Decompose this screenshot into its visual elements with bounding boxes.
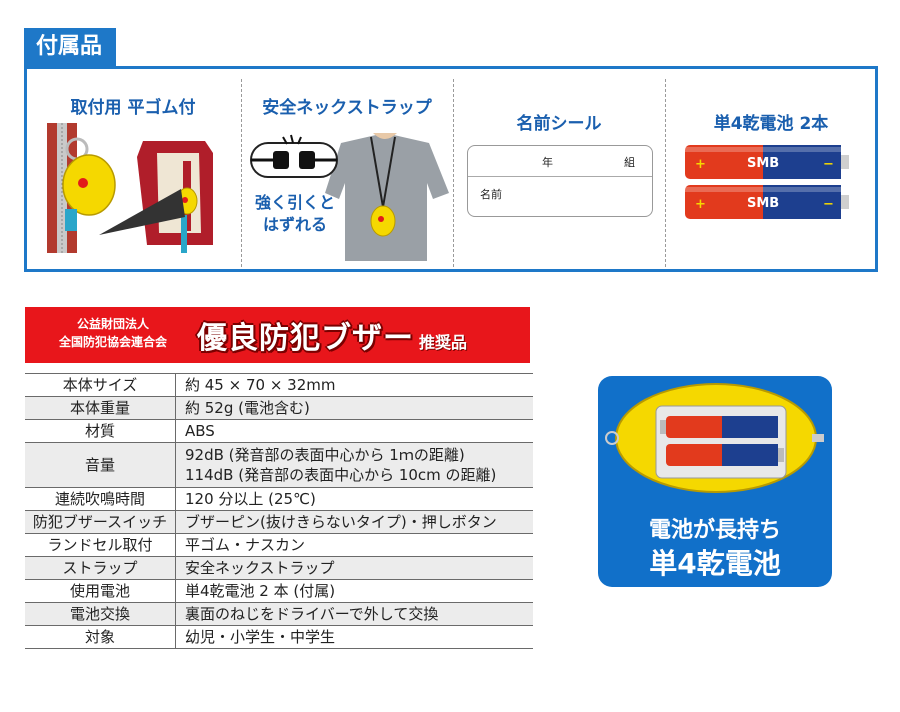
- accessory-neck-strap-title: 安全ネックストラップ: [262, 98, 432, 118]
- battery-promo-panel: 電池が長持ち 単4乾電池: [598, 376, 832, 587]
- award-suffix: 推奨品: [419, 333, 468, 352]
- table-row: 本体重量 約 52g (電池含む): [25, 396, 533, 420]
- spec-value: 幼児・小学生・中学生: [175, 625, 533, 649]
- accessories-panel: 取付用 平ゴム付 安全ネックストラップ: [24, 66, 878, 272]
- spec-key: ストラップ: [25, 556, 176, 580]
- attachment-photo: [47, 123, 213, 253]
- table-row: 音量 92dB (発音部の表面中心から 1ｍの距離) 114dB (発音部の表面…: [25, 442, 533, 488]
- spec-key: 音量: [25, 442, 176, 488]
- table-row: 防犯ブザースイッチ ブザーピン(抜けきらないタイプ)・押しボタン: [25, 510, 533, 534]
- accessory-divider: [241, 79, 242, 267]
- table-row: 本体サイズ 約 45 × 70 × 32mm: [25, 373, 533, 397]
- battery-brand-label: SMB: [747, 196, 779, 211]
- award-banner: 公益財団法人 全国防犯協会連合会 優良防犯ブザー 推奨品: [25, 307, 530, 363]
- svg-text:+: +: [695, 157, 706, 172]
- accessory-name-sticker-title: 名前シール: [516, 114, 602, 134]
- table-row: ストラップ 安全ネックストラップ: [25, 556, 533, 580]
- spec-table: 本体サイズ 約 45 × 70 × 32mm 本体重量 約 52g (電池含む)…: [25, 373, 533, 649]
- table-row: 対象 幼児・小学生・中学生: [25, 625, 533, 649]
- award-org-line1: 公益財団法人: [76, 317, 149, 331]
- spec-key: 使用電池: [25, 579, 176, 603]
- spec-value: ABS: [175, 419, 533, 443]
- battery-brand-label: SMB: [747, 156, 779, 171]
- table-row: 電池交換 裏面のねじをドライバーで外して交換: [25, 602, 533, 626]
- accessory-attachment-title: 取付用 平ゴム付: [70, 98, 196, 118]
- accessory-neck-strap: 安全ネックストラップ 強く引くと はずれる: [243, 69, 451, 269]
- name-sticker-year: 年: [542, 156, 553, 169]
- spec-key: 対象: [25, 625, 176, 649]
- svg-text:+: +: [695, 197, 706, 212]
- spec-value: 92dB (発音部の表面中心から 1ｍの距離) 114dB (発音部の表面中心か…: [175, 442, 533, 488]
- spec-key: 材質: [25, 419, 176, 443]
- accessory-divider: [665, 79, 666, 267]
- award-org-line2: 全国防犯協会連合会: [58, 335, 167, 349]
- neck-strap-caption-line2: はずれる: [263, 215, 328, 234]
- spec-value: 裏面のねじをドライバーで外して交換: [175, 602, 533, 626]
- spec-value: 平ゴム・ナスカン: [175, 533, 533, 557]
- svg-text:−: −: [823, 197, 834, 212]
- svg-text:−: −: [823, 157, 834, 172]
- spec-key: ランドセル取付: [25, 533, 176, 557]
- table-row: ランドセル取付 平ゴム・ナスカン: [25, 533, 533, 557]
- award-org: 公益財団法人 全国防犯協会連合会: [33, 315, 193, 351]
- accessory-batteries: 単4乾電池 2本 + − SMB + − SMB: [667, 69, 875, 269]
- spec-key: 本体重量: [25, 396, 176, 420]
- name-sticker-name: 名前: [480, 188, 502, 201]
- accessory-divider: [453, 79, 454, 267]
- spec-value: 安全ネックストラップ: [175, 556, 533, 580]
- spec-value: 単4乾電池 2 本 (付属): [175, 579, 533, 603]
- spec-value-line1: 92dB (発音部の表面中心から 1ｍの距離): [185, 446, 465, 464]
- neck-strap-caption-line1: 強く引くと: [255, 193, 336, 212]
- spec-key: 防犯ブザースイッチ: [25, 510, 176, 534]
- spec-key: 本体サイズ: [25, 373, 176, 397]
- spec-value: 120 分以上 (25℃): [175, 487, 533, 511]
- neck-strap-photo: [250, 133, 449, 261]
- promo-line2: 単4乾電池: [649, 547, 781, 580]
- promo-line1: 電池が長持ち: [648, 518, 781, 543]
- name-sticker: 年 組 名前: [467, 145, 653, 217]
- spec-value: 約 52g (電池含む): [175, 396, 533, 420]
- table-row: 材質 ABS: [25, 419, 533, 443]
- battery-compartment-photo: [605, 383, 824, 493]
- name-sticker-class: 組: [624, 156, 635, 169]
- accessory-batteries-title: 単4乾電池 2本: [713, 114, 829, 134]
- spec-key: 連続吹鳴時間: [25, 487, 176, 511]
- spec-value-line2: 114dB (発音部の表面中心から 10cm の距離): [185, 466, 497, 484]
- aaa-batteries-photo: + − SMB + − SMB: [685, 145, 849, 219]
- spec-value: 約 45 × 70 × 32mm: [175, 373, 533, 397]
- table-row: 連続吹鳴時間 120 分以上 (25℃): [25, 487, 533, 511]
- accessory-attachment: 取付用 平ゴム付: [27, 69, 239, 269]
- award-title: 優良防犯ブザー: [197, 321, 414, 356]
- spec-value: ブザーピン(抜けきらないタイプ)・押しボタン: [175, 510, 533, 534]
- accessory-name-sticker: 名前シール 年 組 名前: [455, 69, 663, 269]
- accessories-heading: 付属品: [24, 28, 117, 66]
- spec-key: 電池交換: [25, 602, 176, 626]
- table-row: 使用電池 単4乾電池 2 本 (付属): [25, 579, 533, 603]
